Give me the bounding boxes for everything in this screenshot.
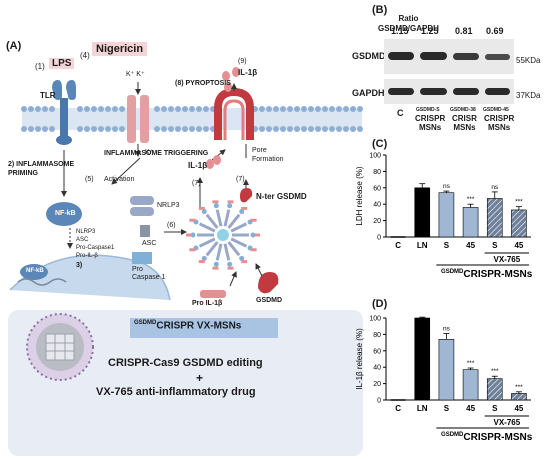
kda-37: 37KDa	[516, 91, 541, 100]
lane-sub: CRISR MSNs	[452, 114, 477, 132]
gsdmd-protein-icon	[258, 272, 279, 294]
nlrp3-icon	[130, 196, 154, 216]
step6-label: (6)	[167, 222, 176, 229]
ratio-value: 1.25	[421, 26, 439, 36]
panel-label-a: (A)	[6, 40, 22, 52]
summary-box	[8, 310, 363, 456]
summary-line2: VX-765 anti-inflammatory drug	[96, 386, 256, 398]
gene-item: NLRP3	[76, 229, 96, 235]
gsdmd-pore-icon	[214, 87, 254, 140]
lane-label: GSDMD-45	[483, 107, 509, 113]
lane-label: GSDMD-38	[450, 107, 476, 113]
nfkb-label: NF-kB	[55, 210, 76, 217]
badge-rest: CRISPR VX-MSNs	[156, 320, 242, 332]
pro-il1b-icon	[200, 290, 226, 298]
il1b-released-icon	[222, 67, 240, 92]
step7b-label: (7)	[236, 176, 245, 183]
step1-label: (1)	[35, 62, 45, 71]
nlrp3-label: NRLP3	[157, 202, 180, 209]
triggering-label: INFLAMMASOME TRIGGERING	[104, 150, 209, 157]
ratio-label: Ratio GSDMD/GAPDH	[378, 14, 439, 33]
il1b-top-label: IL-1β	[238, 68, 258, 77]
gene-item: ASC	[76, 237, 89, 243]
badge-sup: GSDMD	[134, 320, 157, 326]
summary-badge: GSDMDCRISPR VX-MSNs	[134, 320, 241, 331]
cell-membrane	[21, 106, 363, 132]
gene-item: Pro-IL-β	[76, 253, 98, 259]
lane-sub: CRISPR MSNs	[484, 114, 515, 132]
nfkb-icon	[46, 202, 82, 226]
nigericin-channel-icon	[127, 82, 149, 157]
summary-line1: CRISPR-Cas9 GSDMD editing	[108, 357, 263, 369]
nigericin-label: Nigericin	[92, 42, 148, 56]
activation-label: Activation	[104, 176, 135, 183]
nter-gsdmd-icon	[240, 188, 253, 203]
step3-label: 3)	[76, 262, 83, 269]
lane-sub: CRISPR MSNs	[415, 114, 446, 132]
gene-list: NLRP3 ASC Pro-Caspase1 Pro-IL-β	[76, 228, 114, 260]
panel-label-b: (B)	[372, 4, 388, 16]
k-in-label: K⁺	[145, 149, 154, 156]
k-out-label: K⁺ K⁺	[126, 71, 145, 78]
priming-label: 2) INFLAMMASOME PRIMING	[8, 161, 75, 177]
lane-control: C	[397, 108, 404, 118]
tlr-label: TLR	[40, 91, 56, 100]
msn-nanoparticle-icon	[26, 313, 94, 381]
summary-badge-bg	[130, 318, 278, 338]
gene-item: Pro-Caspase1	[76, 245, 115, 251]
kda-55: 55KDa	[516, 56, 541, 65]
procaspase-label: Pro Caspase 1	[132, 266, 166, 281]
asc-icon	[140, 225, 150, 237]
blot-row-gsdmd: GSDMD	[352, 51, 386, 61]
panel-label-c: (C)	[372, 138, 388, 150]
ratio-value: 0.69	[486, 26, 504, 36]
lane-label: GSDMD-S	[416, 107, 440, 113]
pore-formation-label: Pore Formation	[252, 147, 284, 163]
step9-label: (9)	[238, 58, 247, 65]
ratio-value: 1.15	[391, 26, 409, 36]
pyroptosis-label: (8) PYROPTOSIS	[175, 80, 231, 87]
asc-label: ASC	[142, 240, 157, 247]
lps-label: LPS	[49, 58, 75, 69]
panel-label-d: (D)	[372, 298, 388, 310]
inflammasome-complex-icon	[186, 200, 260, 270]
pro-il1b-label: Pro IL-1β	[192, 300, 223, 307]
ratio-value: 0.81	[455, 26, 473, 36]
nfkb-nucleus-label: NF-kB	[26, 268, 44, 274]
procaspase-icon	[132, 252, 152, 264]
nter-gsdmd-label: N-ter GSDMD	[256, 192, 307, 201]
step5-label: (5)	[85, 176, 94, 183]
blot-row-gapdh: GAPDH	[352, 88, 385, 98]
summary-plus: +	[196, 371, 204, 385]
il1b-mid-label: IL-1β	[188, 161, 208, 170]
tlr-receptor-icon	[52, 80, 76, 145]
step7a-label: (7)	[192, 180, 201, 187]
step4-label: (4)	[80, 51, 90, 60]
gsdmd-label: GSDMD	[256, 297, 283, 304]
